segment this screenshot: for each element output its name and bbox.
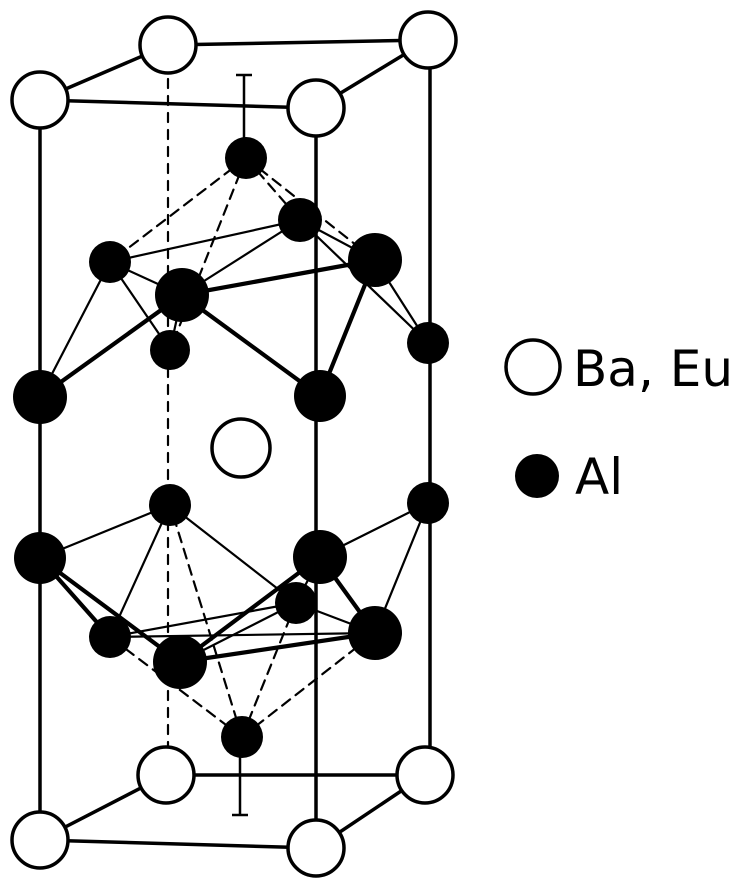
al-atom	[153, 635, 207, 689]
al-atom	[221, 716, 263, 758]
ba-eu-atom	[286, 818, 346, 878]
al-atom	[407, 322, 449, 364]
ba-eu-atom	[395, 745, 455, 805]
ba-eu-atom	[10, 810, 70, 870]
legend-filled-circle-icon	[515, 454, 559, 498]
ba-eu-atom	[10, 70, 70, 130]
al-atom	[348, 233, 402, 287]
al-atom	[275, 582, 317, 624]
al-atoms	[13, 137, 449, 758]
legend-ba-eu-label: Ba, Eu	[573, 340, 733, 398]
al-atom	[13, 370, 67, 424]
al-atom	[89, 241, 131, 283]
al-atom	[225, 137, 267, 179]
al-atom	[150, 330, 190, 370]
al-atom	[149, 484, 191, 526]
al-atom	[278, 198, 322, 242]
ba-eu-atom	[136, 745, 196, 805]
al-atom	[293, 530, 347, 584]
legend-open-circle-icon	[504, 338, 562, 396]
al-atom	[348, 606, 402, 660]
ba-eu-atoms	[10, 10, 458, 878]
ba-eu-atom	[398, 10, 458, 70]
al-atom	[89, 616, 131, 658]
ba-eu-atom	[210, 417, 272, 479]
ba-eu-atom	[138, 15, 198, 75]
al-atom	[14, 532, 66, 584]
ba-eu-atom	[286, 78, 346, 138]
al-atom	[294, 370, 346, 422]
al-atom	[407, 482, 449, 524]
al-atom	[155, 268, 209, 322]
legend: Ba, Eu Al	[504, 338, 733, 506]
guide-pointers	[232, 73, 252, 817]
legend-al-label: Al	[575, 448, 623, 506]
